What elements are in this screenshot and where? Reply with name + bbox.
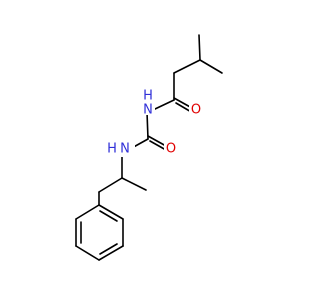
ring-bond-4 [75, 245, 100, 261]
ring-double-2 [99, 243, 118, 255]
ring-bond-3 [98, 245, 124, 261]
amine-nitrogen-label: N [120, 142, 130, 157]
bond-c5-n1 [154, 99, 175, 110]
bond-c1-c2 [198, 34, 201, 61]
ring-double-1 [99, 210, 118, 222]
amide-oxygen-label: O [191, 103, 201, 118]
amine-hydrogen-label: H [107, 142, 117, 157]
urea-oxygen-label: O [166, 142, 176, 157]
ring-bond-1 [98, 204, 124, 220]
bond-c6-o2-b [149, 140, 167, 151]
bond-c6-o2-a [147, 135, 167, 147]
bond-c2-c4 [173, 59, 201, 74]
atom-labels: O H N O H N [105, 89, 203, 157]
bond-c7-c9 [98, 177, 123, 193]
bond-n1-c6 [146, 111, 149, 140]
bond-c2-c3 [199, 59, 223, 74]
bond-c7-c8 [121, 177, 147, 191]
imide-hydrogen-label: H [143, 89, 153, 104]
ring-bond-6 [75, 204, 100, 220]
imide-nitrogen-label: N [143, 103, 153, 118]
bonds [75, 34, 223, 261]
molecule-structure: O H N O H N [75, 34, 223, 261]
